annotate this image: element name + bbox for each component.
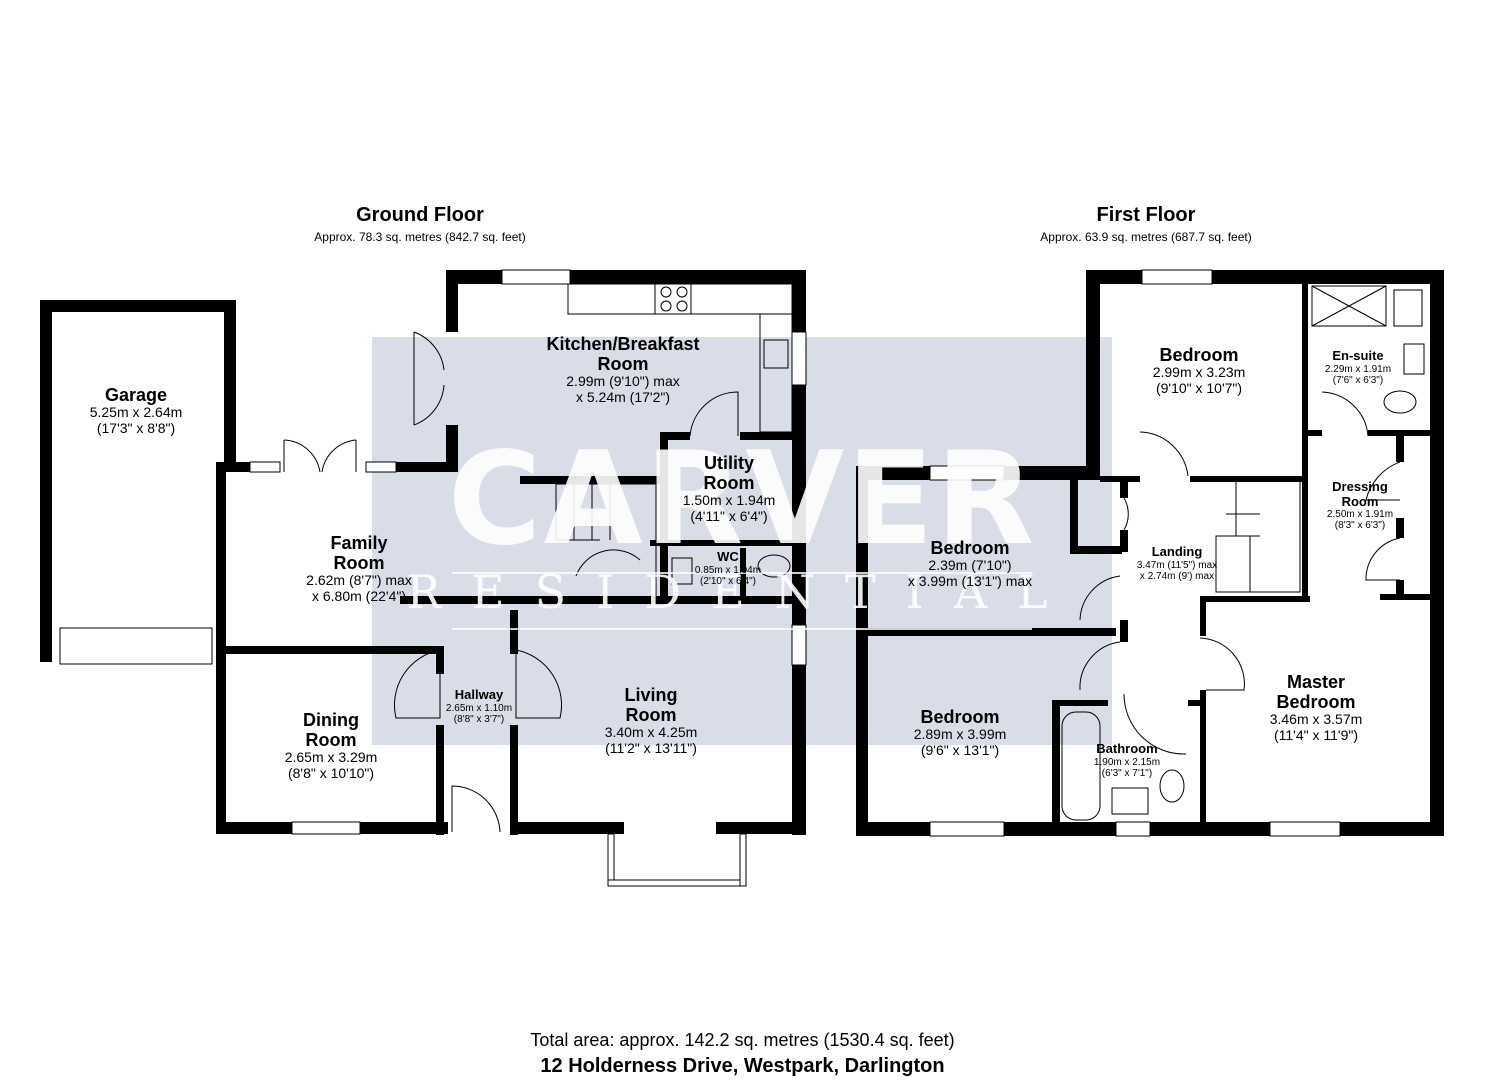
room-dims-imperial: (2'10" x 6'4") xyxy=(700,575,756,587)
room-label-hallway: Hallway 2.65m x 1.10m (8'8" x 3'7") xyxy=(445,687,513,725)
room-dims: 3.46m x 3.57m xyxy=(1269,711,1363,728)
room-dims-imperial: (8'3" x 6'3") xyxy=(1334,520,1386,532)
room-label-master: Master Bedroom 3.46m x 3.57m (11'4" x 11… xyxy=(1270,672,1363,744)
watermark-rule-top xyxy=(452,572,1032,574)
ground-floor-heading: Ground Floor Approx. 78.3 sq. metres (84… xyxy=(220,204,620,244)
room-name-line2: Room xyxy=(597,354,649,375)
room-name: Bedroom xyxy=(920,707,1000,727)
room-dims-imperial: (8'8" x 10'10") xyxy=(287,764,375,781)
room-name: Garage xyxy=(104,385,168,405)
room-dims: 2.65m x 1.10m xyxy=(445,702,513,714)
room-name-line2: Bedroom xyxy=(1276,692,1356,713)
room-dims-imperial: (9'6" x 13'1") xyxy=(920,741,1000,758)
room-name: Dining xyxy=(302,710,359,730)
room-name: Dressing xyxy=(1332,479,1388,494)
room-name: Kitchen/Breakfast xyxy=(546,334,700,354)
room-name-line2: Room xyxy=(625,705,677,726)
room-name: Bathroom xyxy=(1096,741,1158,756)
room-dims-line2: x 3.99m (13'1") max xyxy=(907,572,1033,589)
room-name-line2: Room xyxy=(703,473,755,494)
room-dims: 2.50m x 1.91m xyxy=(1326,509,1394,521)
ground-floor-fixtures xyxy=(59,269,807,835)
ground-floor-area: Approx. 78.3 sq. metres (842.7 sq. feet) xyxy=(314,230,526,244)
first-floor-fixtures xyxy=(929,269,1425,837)
ground-floor-walls xyxy=(40,270,806,887)
room-dims: 2.29m x 1.91m xyxy=(1324,363,1392,375)
room-dims: 5.25m x 2.64m xyxy=(89,404,183,421)
room-dims-line2: x 2.74m (9') max xyxy=(1139,570,1215,582)
room-name-line2: Room xyxy=(1341,493,1379,509)
room-name: Bedroom xyxy=(1159,345,1239,365)
room-label-bedroom-top: Bedroom 2.99m x 3.23m (9'10" x 10'7") xyxy=(1153,345,1246,397)
room-name: Landing xyxy=(1151,544,1203,559)
room-label-wc: WC 0.85m x 1.94m (2'10" x 6'4") xyxy=(694,549,762,587)
room-label-landing: Landing 3.47m (11'5") max x 2.74m (9') m… xyxy=(1136,544,1218,582)
room-dims: 1.90m x 2.15m xyxy=(1093,756,1161,768)
room-dims-imperial: (11'4" x 11'9") xyxy=(1273,726,1359,743)
room-name: Master xyxy=(1286,672,1346,692)
total-area: Total area: approx. 142.2 sq. metres (15… xyxy=(530,1030,955,1050)
room-label-bedroom-mid: Bedroom 2.39m (7'10") x 3.99m (13'1") ma… xyxy=(908,538,1032,590)
room-dims-line2: x 5.24m (17'2") xyxy=(575,388,670,405)
first-floor-title: First Floor xyxy=(1096,204,1196,226)
room-label-dining: Dining Room 2.65m x 3.29m (8'8" x 10'10"… xyxy=(285,710,378,782)
first-floor-heading: First Floor Approx. 63.9 sq. metres (687… xyxy=(946,204,1346,244)
first-floor-walls xyxy=(856,270,1444,836)
room-dims: 2.65m x 3.29m xyxy=(284,749,378,766)
room-name: Living xyxy=(624,685,678,705)
room-dims: 3.40m x 4.25m xyxy=(604,724,698,741)
room-name: Bedroom xyxy=(930,538,1010,558)
room-label-dressing: Dressing Room 2.50m x 1.91m (8'3" x 6'3"… xyxy=(1326,479,1394,532)
room-dims-imperial: (6'3" x 7'1") xyxy=(1101,767,1153,779)
room-name: Utility xyxy=(703,453,755,473)
room-dims-imperial: (9'10" x 10'7") xyxy=(1155,379,1243,396)
room-label-garage: Garage 5.25m x 2.64m (17'3" x 8'8") xyxy=(90,385,183,437)
room-name: WC xyxy=(717,549,739,564)
room-dims-line2: x 6.80m (22'4") xyxy=(311,587,406,604)
room-name: Family xyxy=(330,533,388,553)
watermark-sub: RESIDENTIAL xyxy=(406,565,1078,619)
room-dims: 0.85m x 1.94m xyxy=(694,564,762,576)
room-dims-imperial: (8'8" x 3'7") xyxy=(453,713,505,725)
room-label-bathroom: Bathroom 1.90m x 2.15m (6'3" x 7'1") xyxy=(1093,741,1161,779)
room-dims-imperial: (17'3" x 8'8") xyxy=(96,419,176,436)
room-dims: 2.89m x 3.99m xyxy=(913,726,1007,743)
room-label-family: Family Room 2.62m (8'7") max x 6.80m (22… xyxy=(306,533,412,605)
room-name-line2: Room xyxy=(305,730,357,751)
room-label-ensuite: En-suite 2.29m x 1.91m (7'6" x 6'3") xyxy=(1324,348,1392,386)
room-label-kitchen: Kitchen/Breakfast Room 2.99m (9'10") max… xyxy=(546,334,699,406)
room-dims-imperial: (7'6" x 6'3") xyxy=(1332,374,1384,386)
room-label-utility: Utility Room 1.50m x 1.94m (4'11" x 6'4"… xyxy=(683,453,776,525)
room-label-living: Living Room 3.40m x 4.25m (11'2" x 13'11… xyxy=(605,685,698,757)
room-dims-imperial: (4'11" x 6'4") xyxy=(690,507,768,524)
room-dims: 2.99m x 3.23m xyxy=(1152,364,1246,381)
room-name: Hallway xyxy=(454,687,504,702)
first-floor-area: Approx. 63.9 sq. metres (687.7 sq. feet) xyxy=(1040,230,1252,244)
room-dims: 2.99m (9'10") max xyxy=(566,373,680,390)
room-name: En-suite xyxy=(1332,348,1384,363)
room-dims: 2.62m (8'7") max xyxy=(306,572,412,589)
room-dims: 2.39m (7'10") xyxy=(928,557,1012,574)
watermark-brand: CARVER xyxy=(447,425,1037,574)
room-label-bedroom-low: Bedroom 2.89m x 3.99m (9'6" x 13'1") xyxy=(914,707,1007,759)
room-name-line2: Room xyxy=(333,553,385,574)
property-address: 12 Holderness Drive, Westpark, Darlingto… xyxy=(540,1055,945,1077)
watermark-rule-bottom xyxy=(452,628,1032,630)
ground-floor-title: Ground Floor xyxy=(356,204,484,226)
room-dims: 1.50m x 1.94m xyxy=(682,492,776,509)
room-dims-imperial: (11'2" x 13'11") xyxy=(605,739,697,756)
room-dims: 3.47m (11'5") max xyxy=(1136,559,1218,571)
